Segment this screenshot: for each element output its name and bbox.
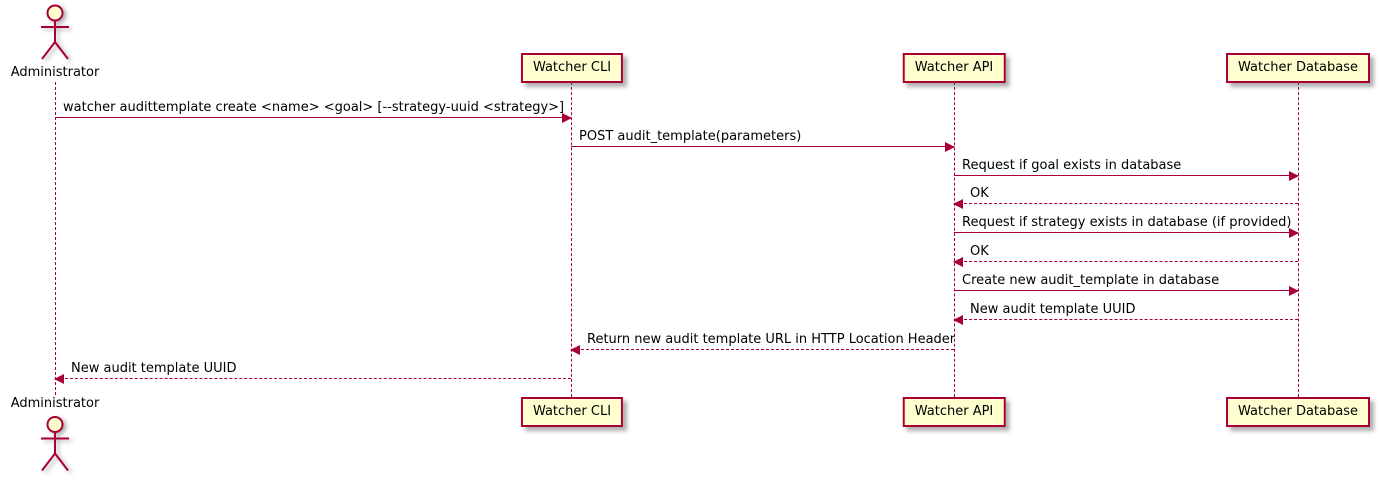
message-label: Request if strategy exists in database (…: [962, 215, 1292, 230]
actor-icon: [41, 416, 69, 472]
arrow-dashed-left: [54, 374, 571, 384]
message-label: POST audit_template(parameters): [579, 129, 802, 144]
lifeline-watcher-cli: [571, 82, 572, 397]
actor-label-top: Administrator: [10, 65, 100, 80]
message-new-audit-template-uuid-db: New audit template UUID: [953, 302, 1298, 325]
message-ok-strategy: OK: [953, 244, 1298, 267]
message-request-strategy-exists: Request if strategy exists in database (…: [954, 215, 1299, 238]
message-label: OK: [970, 244, 989, 259]
message-ok-goal: OK: [953, 186, 1298, 209]
arrow-solid-right: [954, 286, 1299, 296]
participant-watcher-api-bottom: Watcher API: [902, 397, 1006, 427]
actor-label-bottom: Administrator: [10, 396, 100, 411]
participant-watcher-database-top: Watcher Database: [1226, 53, 1370, 83]
lifeline-administrator: [55, 82, 56, 395]
message-return-url-location-header: Return new audit template URL in HTTP Lo…: [570, 332, 956, 355]
message-label: New audit template UUID: [71, 361, 237, 376]
message-label: OK: [970, 186, 989, 201]
message-post-audit-template: POST audit_template(parameters): [571, 129, 955, 152]
lifeline-watcher-database: [1298, 82, 1299, 397]
participant-watcher-cli-top: Watcher CLI: [520, 53, 624, 83]
arrow-dashed-left: [953, 257, 1298, 267]
message-label: Create new audit_template in database: [962, 273, 1220, 288]
participant-watcher-api-top: Watcher API: [902, 53, 1006, 83]
participant-watcher-cli-bottom: Watcher CLI: [520, 397, 624, 427]
arrow-dashed-left: [570, 345, 954, 355]
arrow-dashed-left: [953, 315, 1298, 325]
message-label: New audit template UUID: [970, 302, 1136, 317]
message-label: Return new audit template URL in HTTP Lo…: [587, 332, 956, 347]
message-create-audit-template-db: Create new audit_template in database: [954, 273, 1299, 296]
arrow-solid-right: [954, 228, 1299, 238]
arrow-dashed-left: [953, 199, 1298, 209]
message-create-audittemplate: watcher audittemplate create <name> <goa…: [55, 100, 572, 123]
message-label: watcher audittemplate create <name> <goa…: [63, 100, 565, 115]
arrow-solid-right: [571, 142, 955, 152]
arrow-solid-right: [55, 113, 572, 123]
participant-watcher-database-bottom: Watcher Database: [1226, 397, 1370, 427]
actor-icon: [41, 4, 69, 60]
message-request-goal-exists: Request if goal exists in database: [954, 158, 1299, 181]
arrow-solid-right: [954, 171, 1299, 181]
lifeline-watcher-api: [954, 82, 955, 397]
message-label: Request if goal exists in database: [962, 158, 1182, 173]
message-new-audit-template-uuid-admin: New audit template UUID: [54, 361, 571, 384]
